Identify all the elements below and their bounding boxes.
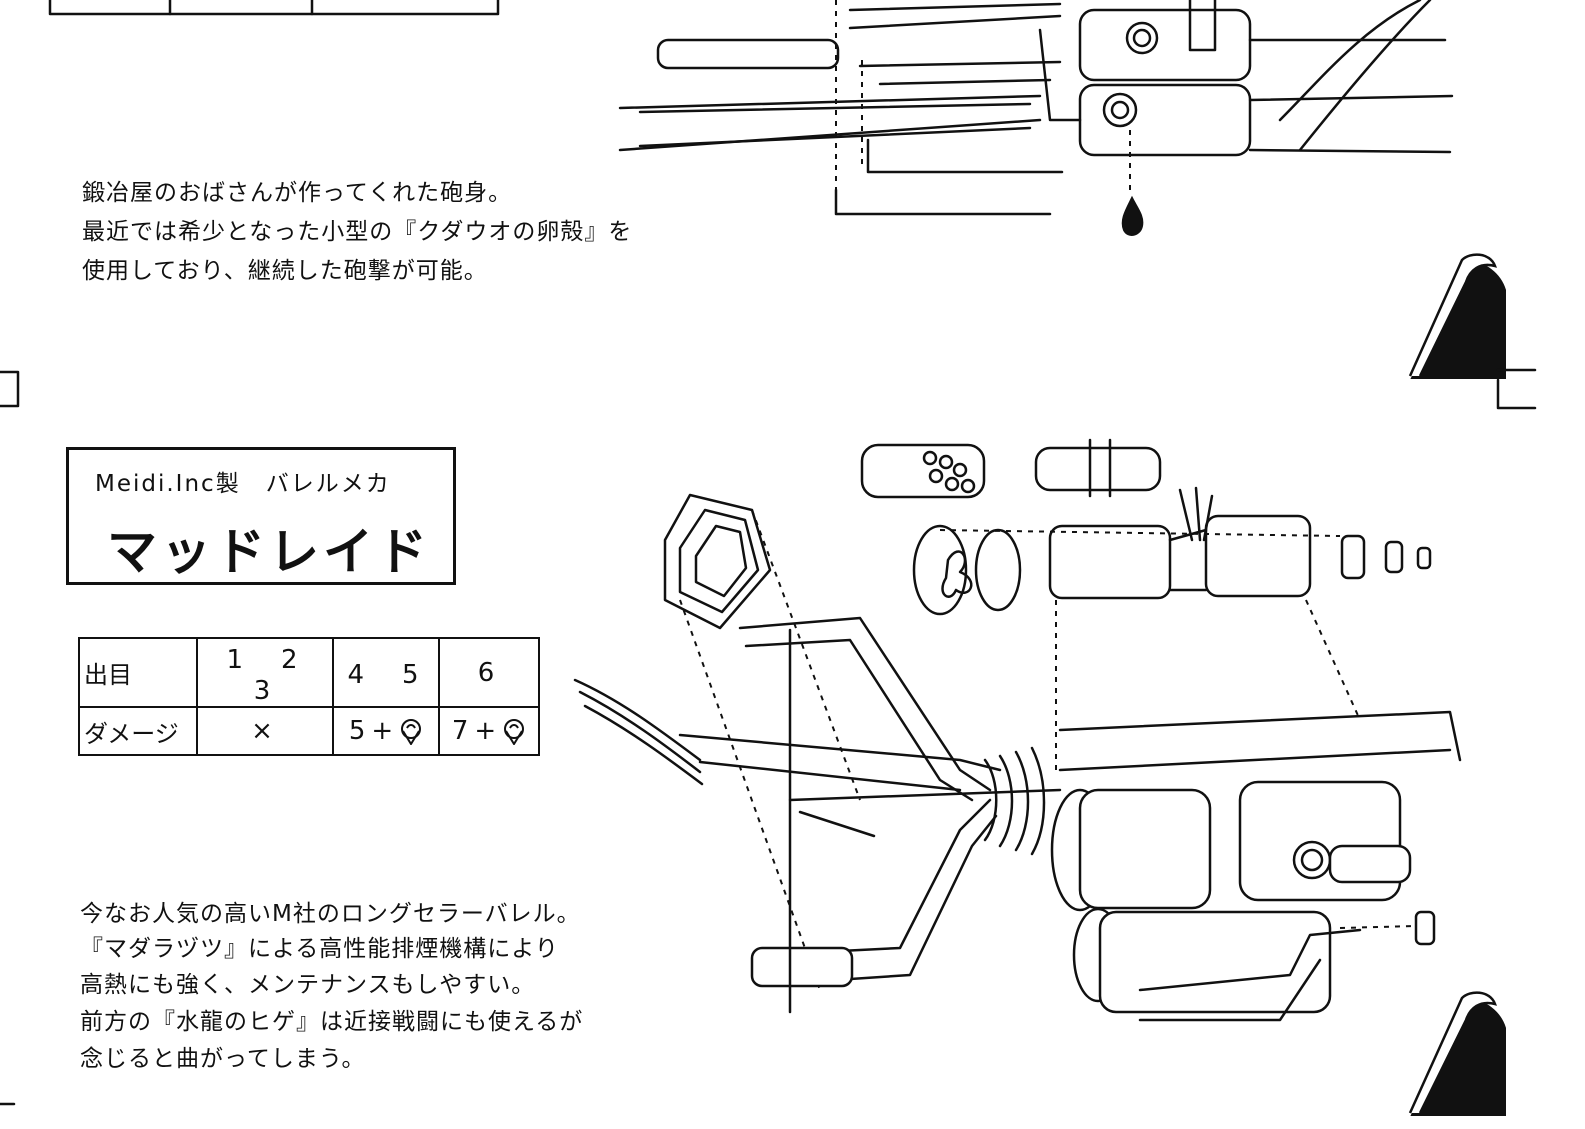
item-name: マッドレイド — [107, 523, 431, 581]
lower-description-line-3: 高熱にも強く、メンテナンスもしやすい。 — [80, 972, 536, 998]
page-curl-icon — [1408, 991, 1506, 1116]
ink-drop-icon — [1121, 195, 1144, 236]
damage-table: 出目 1 2 3 4 5 6 ダメージ × 5+ 7+ — [78, 637, 540, 756]
damage-cell: 5+ — [332, 706, 440, 756]
lower-description-line-4: 前方の『水龍のヒゲ』は近接戦闘にも使えるが — [80, 1009, 584, 1035]
lower-barrel-sketch — [573, 438, 1462, 1022]
table-row: ダメージ × 5+ 7+ — [78, 706, 540, 756]
damage-cell: × — [196, 706, 334, 756]
roll-cell: 1 2 3 — [196, 637, 334, 708]
roll-cell: 4 5 — [332, 637, 440, 708]
page-curl-icon — [1408, 253, 1537, 410]
roll-cell: 6 — [438, 637, 540, 708]
margin-mark — [0, 370, 20, 408]
damage-value: 5+ — [348, 716, 400, 746]
upper-description-line-3: 使用しており、継続した砲撃が可能。 — [82, 258, 488, 284]
lower-description-line-5: 念じると曲がってしまう。 — [80, 1046, 366, 1072]
maker-label: Meidi.Inc製 バレルメカ — [95, 471, 391, 497]
item-title-box: Meidi.Inc製 バレルメカ マッドレイド — [66, 447, 456, 585]
table-row: 出目 1 2 3 4 5 6 — [78, 637, 540, 708]
upper-description-line-2: 最近では希少となった小型の『クダウオの卵殻』を — [82, 219, 633, 245]
lower-description-line-1: 今なお人気の高いM社のロングセラーバレル。 — [80, 901, 581, 927]
flame-token-icon — [401, 718, 422, 746]
row-header-roll: 出目 — [78, 637, 198, 708]
upper-table-remnant — [48, 0, 500, 16]
lower-description-line-2: 『マダラヅツ』による高性能排煙機構により — [80, 936, 559, 962]
upper-description-line-1: 鍛冶屋のおばさんが作ってくれた砲身。 — [82, 180, 513, 206]
damage-value: 7+ — [451, 716, 503, 746]
damage-cell: 7+ — [438, 706, 540, 756]
flame-token-icon — [504, 718, 525, 746]
upper-barrel-sketch — [618, 0, 1454, 216]
row-header-damage: ダメージ — [78, 706, 198, 756]
